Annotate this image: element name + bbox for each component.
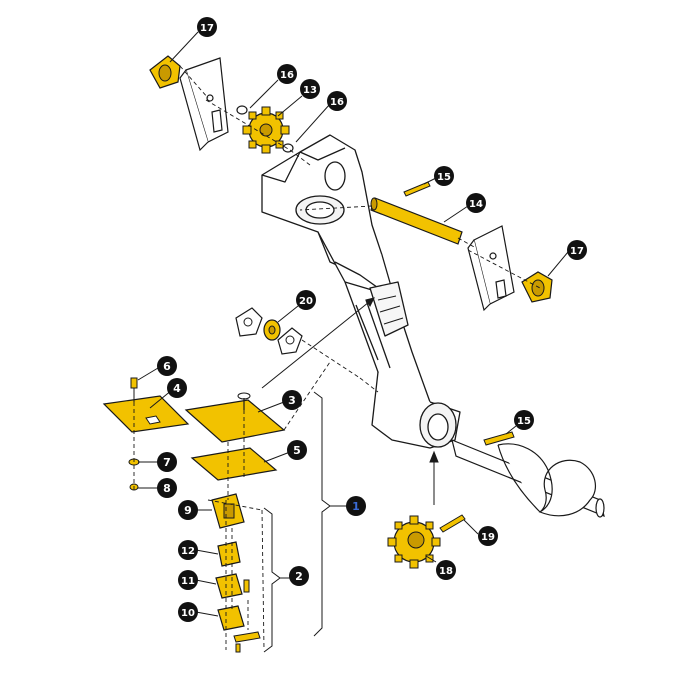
callout-1: 1 <box>346 496 366 516</box>
callout-5: 5 <box>287 440 307 460</box>
callout-label: 19 <box>481 532 495 543</box>
bracket-10 <box>217 605 261 653</box>
bracket-11 <box>215 573 250 599</box>
pin-19 <box>439 514 466 533</box>
callout-label: 15 <box>437 172 451 183</box>
callout-circle <box>327 91 347 111</box>
callout-label: 11 <box>181 576 195 587</box>
callout-circle <box>434 166 454 186</box>
callout-label: 13 <box>303 85 317 96</box>
callout-11: 11 <box>178 570 198 590</box>
callout-circle <box>346 496 366 516</box>
callout-13: 13 <box>300 79 320 99</box>
callout-2: 2 <box>289 566 309 586</box>
callout-label: 4 <box>173 382 181 395</box>
callout-circle <box>567 240 587 260</box>
callout-circle <box>197 17 217 37</box>
callout-label: 15 <box>517 416 531 427</box>
callout-20: 20 <box>296 290 316 310</box>
callout-label: 5 <box>293 444 301 457</box>
callout-17: 17 <box>567 240 587 260</box>
elevator-housing <box>261 134 461 449</box>
callout-circle <box>282 390 302 410</box>
callout-circle <box>296 290 316 310</box>
callout-circle <box>436 560 456 580</box>
callout-label: 8 <box>163 482 171 495</box>
callout-15: 15 <box>514 410 534 430</box>
bearing-plate-upper <box>179 57 229 152</box>
pointer-arrows <box>261 297 439 505</box>
callout-label: 1 <box>352 500 360 513</box>
callout-19: 19 <box>478 526 498 546</box>
callout-circle <box>178 540 198 560</box>
callout-label: 2 <box>295 570 303 583</box>
callout-circle <box>157 356 177 376</box>
callout-label: 16 <box>330 97 344 108</box>
callout-14: 14 <box>466 193 486 213</box>
callout-label: 12 <box>181 546 195 557</box>
callout-circle <box>300 79 320 99</box>
callout-circle <box>514 410 534 430</box>
callout-16: 16 <box>327 91 347 111</box>
flange-bearing-17b <box>521 271 553 303</box>
callout-circle <box>287 440 307 460</box>
group-bracket-2 <box>263 507 290 653</box>
group-bracket-1 <box>313 391 348 637</box>
drive-shaft <box>370 197 463 245</box>
callout-circle <box>466 193 486 213</box>
callout-6: 6 <box>157 356 177 376</box>
key-pin-upper <box>403 181 431 197</box>
callout-4: 4 <box>167 378 187 398</box>
callout-circle <box>178 570 198 590</box>
sprocket-13 <box>242 106 290 154</box>
bracket-9 <box>211 493 245 529</box>
callout-circle <box>157 452 177 472</box>
callout-label: 6 <box>163 360 171 373</box>
plate-3 <box>184 399 286 443</box>
callout-circle <box>289 566 309 586</box>
bolt-6 <box>130 377 138 402</box>
callout-7: 7 <box>157 452 177 472</box>
callout-12: 12 <box>178 540 198 560</box>
callout-label: 16 <box>280 70 294 81</box>
carriage-bolt <box>237 392 251 410</box>
callout-label: 18 <box>439 566 453 577</box>
callout-16: 16 <box>277 64 297 84</box>
callout-17: 17 <box>197 17 217 37</box>
callout-label: 3 <box>288 394 296 407</box>
callout-circle <box>167 378 187 398</box>
callout-circle <box>277 64 297 84</box>
callout-18: 18 <box>436 560 456 580</box>
bracket-12 <box>217 541 241 567</box>
callout-label: 10 <box>181 608 195 619</box>
callout-circle <box>157 478 177 498</box>
callout-label: 9 <box>184 504 192 517</box>
callout-circle <box>178 500 198 520</box>
flange-bearing-17a <box>149 55 181 89</box>
callout-label: 7 <box>163 456 171 469</box>
callout-circle <box>178 602 198 622</box>
callout-15: 15 <box>434 166 454 186</box>
callout-10: 10 <box>178 602 198 622</box>
callout-label: 17 <box>570 246 584 257</box>
plate-4 <box>102 395 190 433</box>
callout-8: 8 <box>157 478 177 498</box>
callout-leaders <box>137 31 569 617</box>
callout-3: 3 <box>282 390 302 410</box>
callout-label: 14 <box>469 199 483 210</box>
washer-16a <box>236 105 248 115</box>
plate-5 <box>190 447 278 481</box>
auger-flighting <box>451 439 605 518</box>
callout-circle <box>478 526 498 546</box>
callout-label: 17 <box>200 23 214 34</box>
key-pin-lower <box>483 431 515 446</box>
bearing-plate-right <box>467 225 515 312</box>
bearing-20-assembly <box>235 307 303 355</box>
assembly-guide-lines <box>133 65 541 651</box>
callout-9: 9 <box>178 500 198 520</box>
callout-label: 20 <box>299 296 313 307</box>
